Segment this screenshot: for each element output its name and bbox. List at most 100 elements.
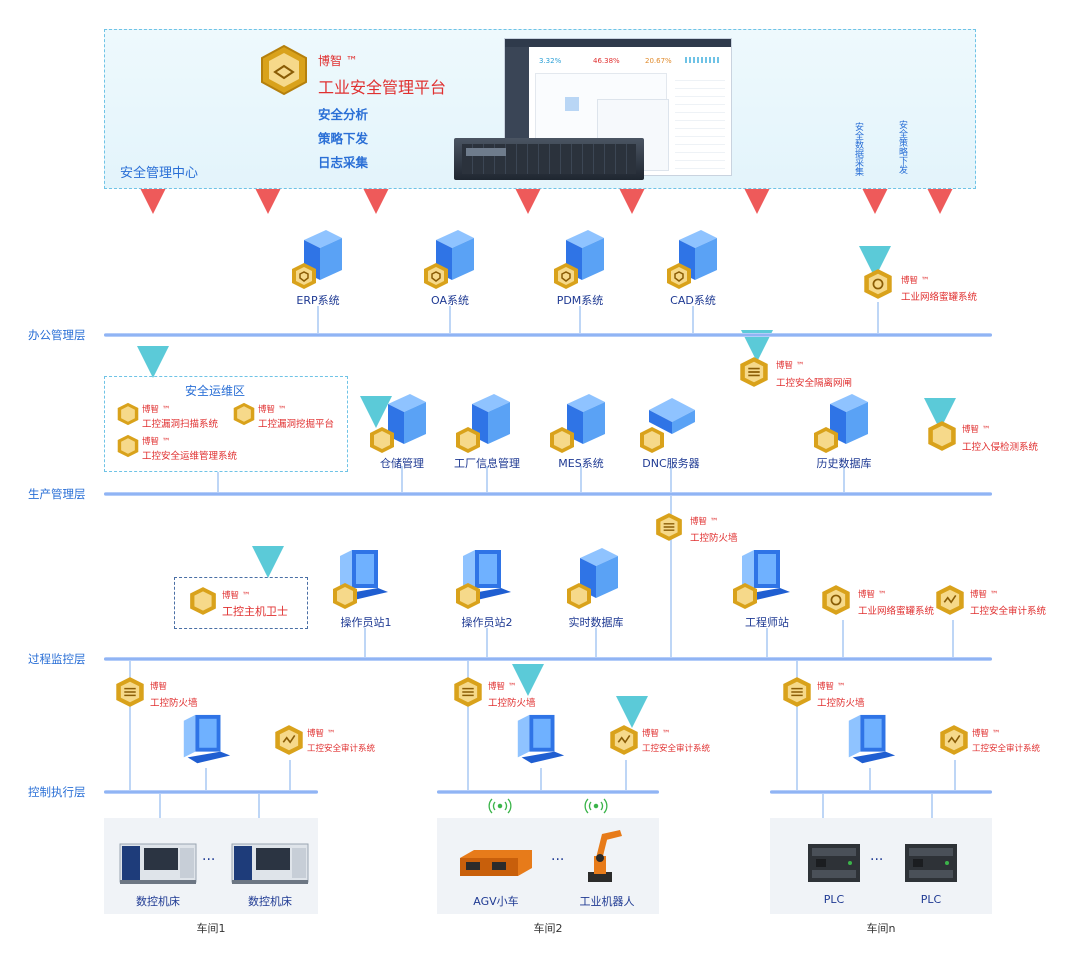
production-bus: [104, 492, 992, 496]
audit-2-icon: [610, 725, 638, 755]
stat-3: 20.67%: [645, 57, 672, 65]
audit-3-brand: 博智 ™: [972, 729, 1001, 739]
erp-guard-icon: [292, 263, 316, 289]
workshop-1-name: 车间1: [196, 922, 226, 935]
vuln-scan-name: 工控漏洞扫描系统: [142, 419, 219, 430]
workshop-n-device-2: PLC: [920, 893, 942, 906]
audit-2-name: 工控安全审计系统: [642, 744, 711, 754]
audit-1-icon: [275, 725, 303, 755]
history-db-server-icon: [830, 394, 868, 444]
agv-icon: [460, 850, 532, 876]
node-realtime-db: 实时数据库: [568, 616, 624, 629]
firewall-1-brand: 博智: [150, 682, 168, 692]
firewall-1-name: 工控防火墙: [150, 698, 198, 709]
ops-mgmt-icon: [117, 434, 139, 458]
honeypot-office-brand: 博智 ™: [901, 276, 930, 286]
control-bus-2: [437, 790, 659, 794]
host-guard-box: [174, 577, 308, 629]
warehouse-server-icon: [388, 394, 426, 444]
history-db-guard-icon: [814, 427, 838, 453]
workstation-1-icon: [183, 714, 231, 764]
engineer-guard-icon: [733, 583, 757, 609]
workshop-2-device-2: 工业机器人: [579, 895, 635, 908]
layer-process: 过程监控层: [28, 652, 86, 666]
firewall-1-icon: [116, 677, 144, 707]
firewall-2-name: 工控防火墙: [488, 698, 536, 709]
workshop-n-ellipsis: ···: [870, 852, 884, 868]
firewall-3-brand: 博智 ™: [817, 682, 846, 692]
node-cad: CAD系统: [670, 294, 716, 307]
node-pdm: PDM系统: [556, 294, 604, 307]
dnc-guard-icon: [640, 427, 664, 453]
layer-office: 办公管理层: [28, 328, 86, 342]
workshop-1-ellipsis: ···: [202, 852, 216, 868]
honeypot-office-icon: [864, 269, 892, 299]
isolation-brand: 博智 ™: [776, 361, 805, 371]
ops-zone-title: 安全运维区: [185, 384, 246, 398]
security-center-label: 安全管理中心: [120, 166, 199, 181]
ids-brand: 博智 ™: [962, 425, 991, 435]
host-guard-name: 工控主机卫士: [222, 605, 288, 618]
platform-trademark: ™: [345, 54, 358, 68]
layer-production: 生产管理层: [28, 487, 86, 501]
audit-3-name: 工控安全审计系统: [972, 744, 1041, 754]
workstation-2-icon: [517, 714, 565, 764]
ids-name: 工控入侵检测系统: [962, 442, 1039, 453]
feature-policy: 策略下发: [318, 131, 369, 146]
firewall-3-name: 工控防火墙: [817, 698, 865, 709]
audit-process-name: 工控安全审计系统: [970, 606, 1047, 617]
firewall-mid-brand: 博智 ™: [690, 517, 719, 527]
download-label: 安全策略下发: [897, 120, 907, 174]
firewall-mid-name: 工控防火墙: [690, 533, 738, 544]
workstation-3-icon: [848, 714, 896, 764]
mes-guard-icon: [550, 427, 574, 453]
node-engineer: 工程师站: [745, 616, 789, 629]
operator-1-guard-icon: [333, 583, 357, 609]
workshop-1-device-1: 数控机床: [136, 895, 180, 908]
stat-1: 3.32%: [539, 57, 562, 65]
honeypot-process-name: 工业网络蜜罐系统: [858, 606, 935, 617]
isolation-name: 工控安全隔离网闸: [776, 378, 853, 389]
platform-brand: 博智: [318, 54, 343, 68]
wifi-signal-icon: [488, 798, 608, 814]
node-history-db: 历史数据库: [816, 457, 872, 470]
oa-guard-icon: [424, 263, 448, 289]
ids-icon: [928, 421, 956, 451]
node-erp: ERP系统: [296, 294, 340, 307]
workshop-n-name: 车间n: [866, 922, 896, 935]
plc-1-icon: [808, 844, 860, 882]
cnc-machine-2-icon: [231, 843, 309, 884]
process-bus: [104, 657, 992, 661]
cnc-machine-1-icon: [119, 843, 197, 884]
vuln-scan-icon: [117, 402, 139, 426]
vuln-mining-name: 工控漏洞挖掘平台: [258, 419, 335, 430]
firewall-mid-icon: [656, 513, 682, 541]
feature-log: 日志采集: [318, 155, 369, 170]
host-guard-icon: [190, 587, 216, 615]
honeypot-process-brand: 博智 ™: [858, 590, 887, 600]
ops-mgmt-brand: 博智 ™: [142, 437, 171, 447]
vuln-scan-brand: 博智 ™: [142, 405, 171, 415]
audit-2-brand: 博智 ™: [642, 729, 671, 739]
node-operator-2: 操作员站2: [461, 616, 513, 629]
honeypot-office-name: 工业网络蜜罐系统: [901, 292, 978, 303]
plc-2-icon: [905, 844, 957, 882]
office-bus: [104, 333, 992, 337]
ops-mgmt-name: 工控安全运维管理系统: [142, 451, 238, 462]
workshop-2-ellipsis: ···: [551, 852, 565, 868]
audit-3-icon: [940, 725, 968, 755]
pdm-server-icon: [566, 230, 604, 280]
firewall-2-brand: 博智 ™: [488, 682, 517, 692]
host-guard-brand: 博智 ™: [222, 591, 251, 601]
layer-control: 控制执行层: [28, 785, 86, 799]
stat-2: 46.38%: [593, 57, 620, 65]
platform-logo-icon: [261, 44, 307, 96]
warehouse-guard-icon: [370, 427, 394, 453]
upload-label: 安全数据采集: [853, 122, 863, 176]
workshop-n-device-1: PLC: [823, 893, 845, 906]
operator-station-1-icon: [340, 550, 388, 600]
platform-title: 工业安全管理平台: [318, 78, 447, 97]
feature-analysis: 安全分析: [318, 107, 369, 122]
factory-info-guard-icon: [456, 427, 480, 453]
workshop-1-device-2: 数控机床: [248, 895, 292, 908]
